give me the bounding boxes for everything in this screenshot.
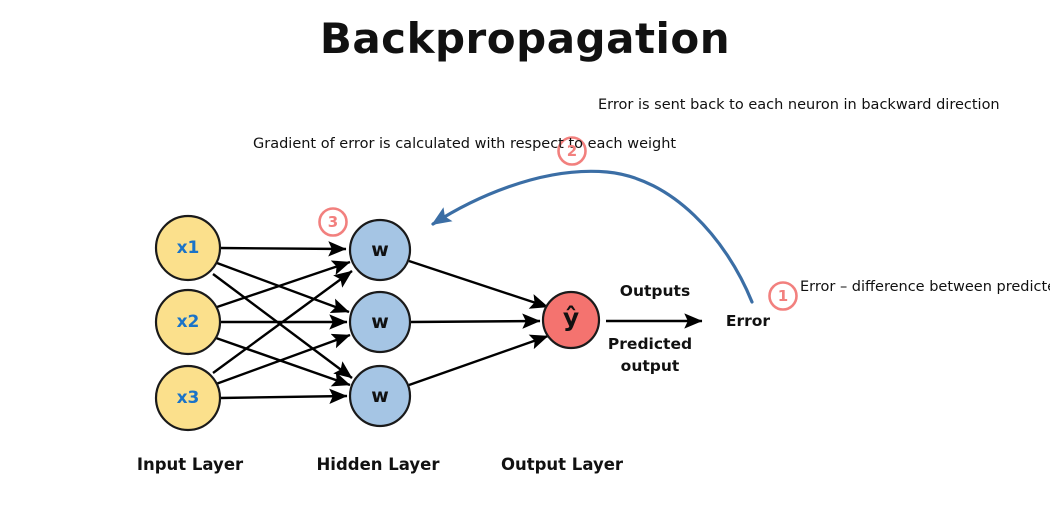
hidden-node-3: [348, 364, 412, 428]
annotation-3-text: Gradient of error is calculated with res…: [253, 136, 677, 152]
hidden-node-1: [348, 218, 412, 282]
input-node-label-x1: x1: [176, 238, 200, 258]
edge-x1-h2: [216, 261, 350, 314]
input-node-x1: [154, 214, 222, 282]
edge-x1-h3: [212, 273, 353, 379]
annotation-3-badge-number: 3: [327, 213, 339, 231]
badge-circle-3: [318, 207, 348, 237]
badge-circle-2: [557, 136, 587, 166]
edge-x2-h3: [215, 336, 351, 387]
backward-error-arrow: [431, 169, 754, 304]
annotation-1-text: Error – difference between predicted out…: [800, 279, 1050, 295]
edge-x3-h1: [212, 270, 353, 374]
edge-x3-h2: [215, 333, 351, 386]
error-label: Error: [725, 312, 771, 330]
output-node-label-yhat: ŷ: [562, 303, 580, 332]
outputs-label: Outputs: [619, 282, 691, 300]
predicted-output-label-line2: output: [620, 357, 680, 375]
output-layer-caption: Output Layer: [500, 455, 624, 474]
edges-input-to-hidden: [212, 241, 353, 404]
input-node-label-x2: x2: [176, 312, 200, 332]
annotation-2-text: Error is sent back to each neuron in bac…: [598, 97, 1000, 113]
hidden-layer-nodes: [348, 218, 412, 428]
annotation-2-badge-number: 2: [566, 142, 578, 160]
output-node-yhat: [541, 290, 601, 350]
input-layer-nodes: [154, 214, 222, 432]
edge-h1-out: [408, 259, 549, 309]
hidden-layer-caption: Hidden Layer: [316, 455, 440, 474]
edge-h2-out: [409, 313, 541, 329]
input-node-label-x3: x3: [176, 388, 200, 408]
hidden-node-label-2: w: [371, 311, 389, 333]
input-node-x2: [154, 288, 222, 356]
hidden-node-label-3: w: [371, 385, 389, 407]
input-layer-caption: Input Layer: [136, 455, 244, 474]
page-title: Backpropagation: [319, 14, 731, 63]
edge-x1-h1: [219, 241, 347, 257]
edge-x3-h3: [219, 388, 348, 404]
hidden-node-2: [348, 290, 412, 354]
predicted-output-label-line1: Predicted: [607, 335, 693, 353]
edges-hidden-to-output: [408, 259, 549, 387]
input-node-x3: [154, 364, 222, 432]
edge-x2-h1: [216, 260, 351, 309]
edge-h3-out: [408, 334, 549, 387]
annotation-1-badge-number: 1: [777, 287, 789, 305]
badge-circle-1: [768, 281, 798, 311]
hidden-node-label-1: w: [371, 239, 389, 261]
